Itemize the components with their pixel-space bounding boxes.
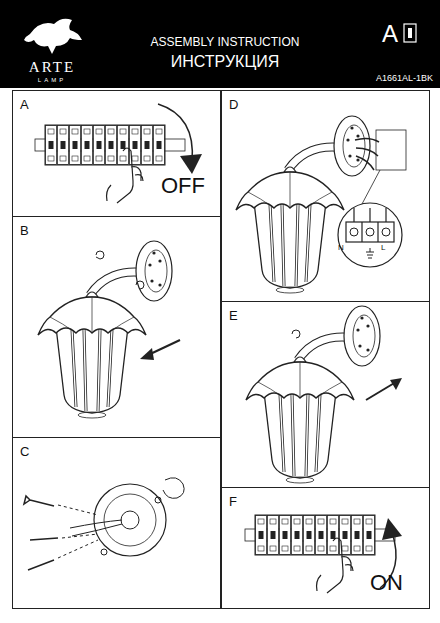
logo-subword: LAMP bbox=[38, 77, 66, 83]
header-title: ASSEMBLY INSTRUCTION bbox=[151, 36, 300, 48]
sheet-letter: A bbox=[382, 22, 398, 46]
terminal-label: N bbox=[338, 244, 344, 252]
step-letter: D bbox=[229, 98, 238, 111]
step-panel: E bbox=[221, 301, 430, 488]
step-letter: F bbox=[229, 495, 237, 508]
step-letter: A bbox=[20, 98, 29, 111]
step-panel: C bbox=[12, 437, 221, 609]
step-panel: F ON bbox=[221, 487, 430, 609]
terminal-label: L bbox=[381, 244, 385, 252]
step-letter: E bbox=[229, 309, 238, 322]
logo-word: ARTE bbox=[29, 60, 75, 75]
switch-state: ON bbox=[370, 572, 403, 594]
model-code: A1661AL-1BK bbox=[376, 74, 433, 83]
step-panel: D N L bbox=[221, 90, 430, 302]
switch-state: OFF bbox=[161, 175, 205, 197]
step-letter: C bbox=[20, 445, 29, 458]
step-panel: A OFF bbox=[12, 90, 221, 217]
header-subtitle: ИНСТРУКЦИЯ bbox=[171, 54, 280, 70]
step-panel: B bbox=[12, 216, 221, 438]
step-letter: B bbox=[20, 224, 29, 237]
